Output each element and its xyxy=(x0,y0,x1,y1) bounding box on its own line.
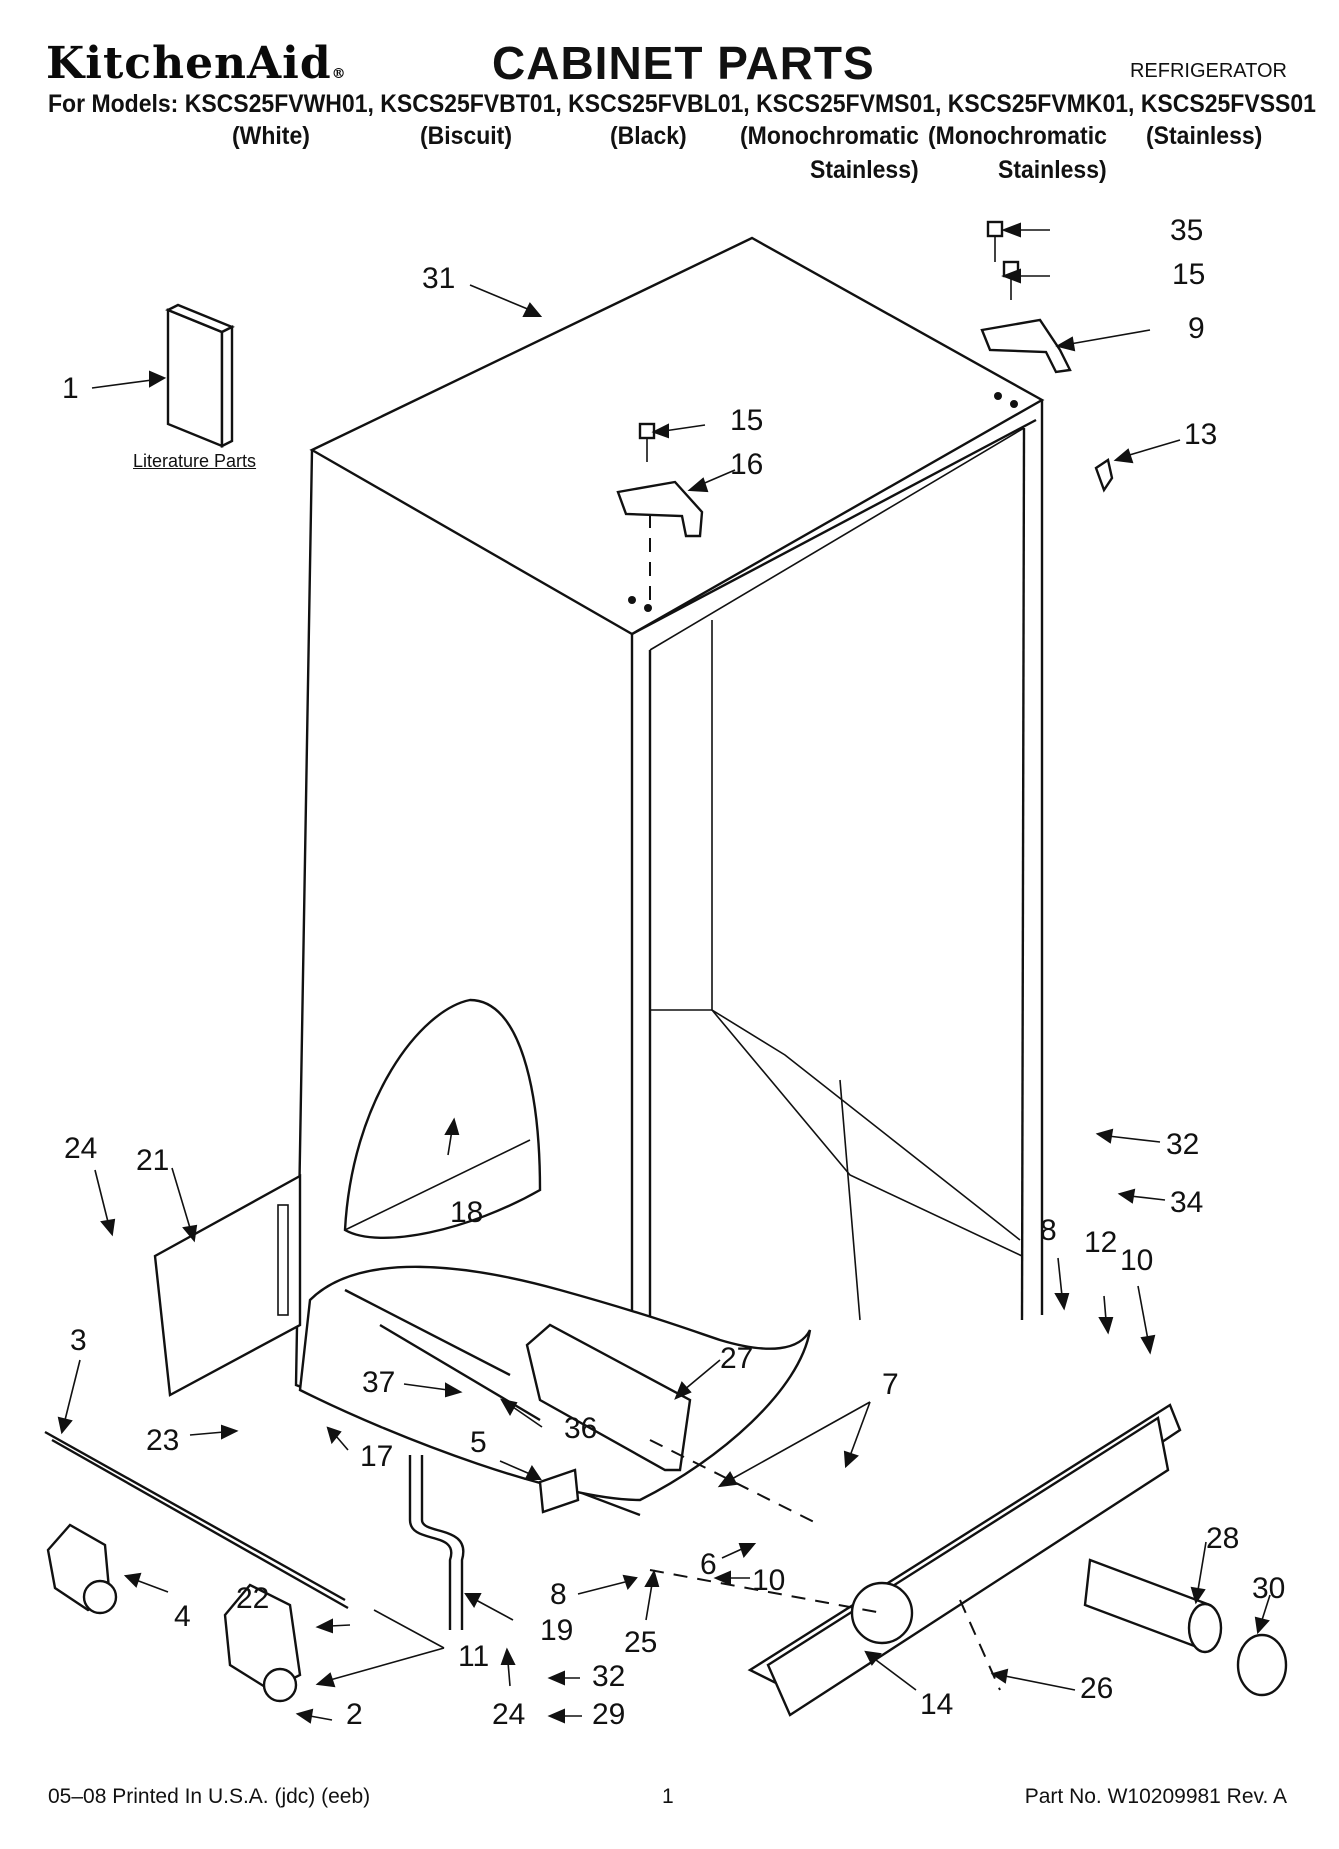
model-color-white: (White) xyxy=(232,122,310,150)
roller-assembly-2 xyxy=(223,1583,302,1703)
literature-book xyxy=(165,303,235,448)
base-grille-14 xyxy=(747,1403,1182,1717)
callout-25: 25 xyxy=(624,1626,658,1659)
callout-17: 17 xyxy=(360,1440,394,1473)
callout-9: 9 xyxy=(1188,312,1205,345)
callout-34: 34 xyxy=(1170,1186,1204,1219)
callout-14: 14 xyxy=(920,1688,954,1721)
callout-32-right: 32 xyxy=(1166,1128,1200,1161)
water-valve-27 xyxy=(525,1323,692,1472)
plug-13 xyxy=(1094,458,1114,493)
top-hinge-center xyxy=(616,422,704,612)
callout-16: 16 xyxy=(730,448,764,481)
callout-2: 2 xyxy=(346,1698,363,1731)
brand-name: KitchenAid xyxy=(46,38,332,89)
callout-4: 4 xyxy=(174,1600,191,1633)
part-number: Part No. W10209981 Rev. A xyxy=(1024,1785,1287,1808)
callout-12: 12 xyxy=(1084,1226,1118,1259)
callout-11: 11 xyxy=(458,1640,490,1673)
leveling-rod-3 xyxy=(44,1430,349,1610)
callout-8-right: 8 xyxy=(1040,1214,1057,1247)
filter-cap-30 xyxy=(1236,1633,1288,1697)
callout-15-top: 15 xyxy=(1172,258,1206,291)
model-color-biscuit: (Biscuit) xyxy=(420,122,512,150)
callout-18: 18 xyxy=(450,1196,484,1229)
model-color-mono-1-line2: Stainless) xyxy=(810,156,919,184)
brand-logo: KitchenAid® xyxy=(46,38,347,89)
model-color-stainless: (Stainless) xyxy=(1146,122,1263,150)
callout-36: 36 xyxy=(564,1412,598,1445)
callout-21: 21 xyxy=(136,1144,170,1177)
callout-5: 5 xyxy=(470,1426,487,1459)
callout-22: 22 xyxy=(236,1582,270,1615)
callout-26: 26 xyxy=(1080,1672,1114,1705)
registered-mark: ® xyxy=(331,66,347,82)
callout-1: 1 xyxy=(62,372,79,405)
print-info: 05–08 Printed In U.S.A. (jdc) (eeb) xyxy=(48,1785,371,1808)
drain-tube-19 xyxy=(408,1455,465,1630)
leader-arrows xyxy=(57,222,1271,1724)
callout-35: 35 xyxy=(1170,214,1204,247)
callout-8-bottom: 8 xyxy=(550,1578,567,1611)
callout-19: 19 xyxy=(540,1614,574,1647)
callout-23: 23 xyxy=(146,1424,180,1457)
callout-32-bottom: 32 xyxy=(592,1660,626,1693)
callout-31: 31 xyxy=(422,262,456,295)
callout-15-center: 15 xyxy=(730,404,764,437)
cabinet-cutaway xyxy=(298,998,812,1502)
model-color-mono-2-line2: Stainless) xyxy=(998,156,1107,184)
grille-21 xyxy=(153,1173,302,1397)
callout-29: 29 xyxy=(592,1698,626,1731)
literature-parts-caption: Literature Parts xyxy=(133,451,257,471)
callout-24-bottom: 24 xyxy=(492,1698,526,1731)
model-color-mono-2: (Monochromatic xyxy=(928,122,1107,150)
callout-28: 28 xyxy=(1206,1522,1240,1555)
callout-13: 13 xyxy=(1184,418,1218,451)
callout-7: 7 xyxy=(882,1368,899,1401)
water-filter-28 xyxy=(1083,1558,1223,1654)
cabinet-shell xyxy=(294,236,1045,1517)
appliance-category: REFRIGERATOR xyxy=(1129,60,1287,82)
page-title: CABINET PARTS xyxy=(492,37,875,89)
model-color-mono-1: (Monochromatic xyxy=(740,122,919,150)
callout-27: 27 xyxy=(720,1342,754,1375)
callout-3: 3 xyxy=(70,1324,87,1357)
callout-30: 30 xyxy=(1252,1572,1286,1605)
model-list: For Models: KSCS25FVWH01, KSCS25FVBT01, … xyxy=(48,90,1316,118)
model-color-black: (Black) xyxy=(610,122,687,150)
roller-assembly-4 xyxy=(46,1523,118,1615)
callout-6: 6 xyxy=(700,1548,717,1581)
callout-10-bottom: 10 xyxy=(752,1564,786,1597)
callout-37: 37 xyxy=(362,1366,396,1399)
block-5 xyxy=(538,1468,580,1514)
page-number: 1 xyxy=(662,1785,674,1808)
callout-24-left: 24 xyxy=(64,1132,98,1165)
callout-10-right: 10 xyxy=(1120,1244,1154,1277)
